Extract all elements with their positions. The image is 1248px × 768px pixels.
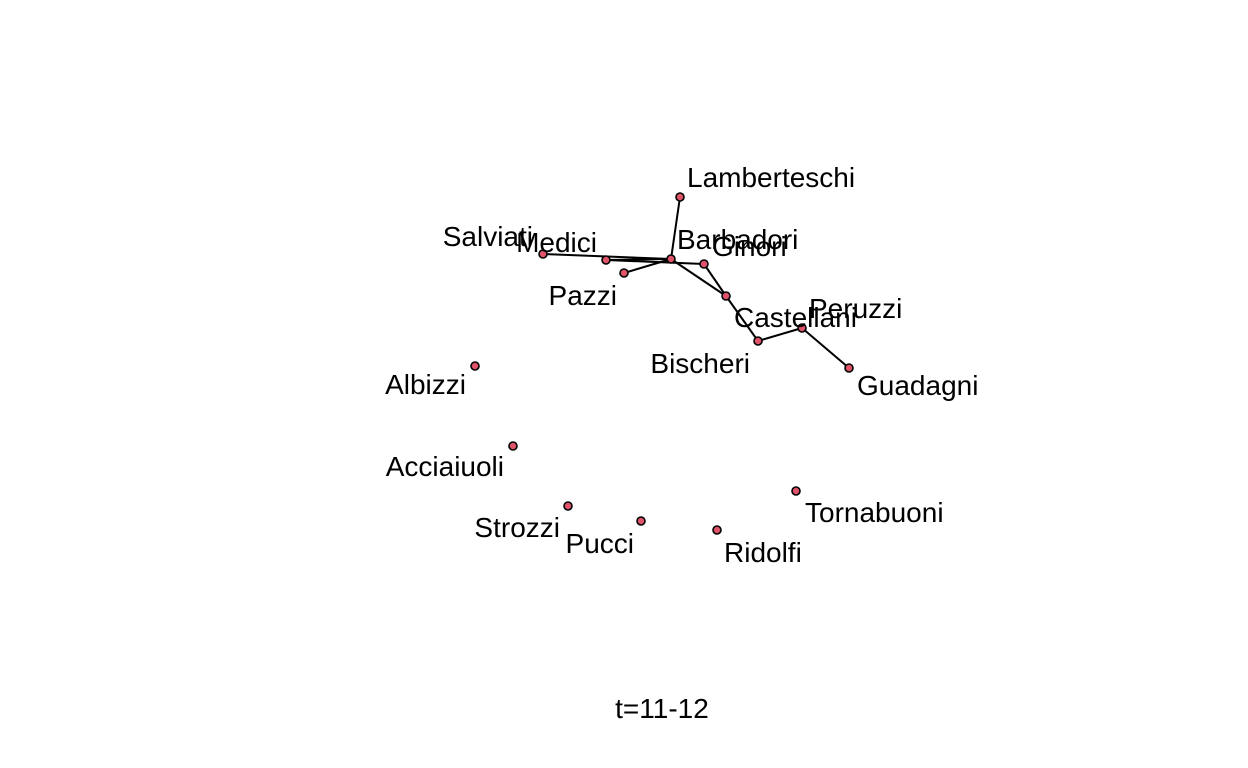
node-bischeri (753, 336, 763, 346)
edge-castellani-bischeri (725, 295, 759, 342)
edge-ginori-castellani (703, 263, 727, 297)
node-layer (470, 192, 854, 535)
node-tornabuoni (791, 486, 801, 496)
node-medici (601, 255, 611, 265)
node-strozzi (563, 501, 573, 511)
node-barbadori (666, 254, 676, 264)
edge-peruzzi-guadagni (801, 327, 850, 369)
node-label-ginori: Ginori (712, 231, 787, 262)
node-ginori (699, 259, 709, 269)
node-label-guadagni: Guadagni (857, 370, 978, 401)
node-label-ridolfi: Ridolfi (724, 537, 802, 568)
edge-medici-ginori (605, 259, 705, 265)
node-label-bischeri: Bischeri (650, 348, 750, 379)
node-pazzi (619, 268, 629, 278)
edge-barbadori-castellani (670, 258, 727, 297)
node-label-strozzi: Strozzi (474, 512, 560, 543)
node-label-medici: Medici (516, 227, 597, 258)
node-albizzi (470, 361, 480, 371)
node-label-lamberteschi: Lamberteschi (687, 162, 855, 193)
node-label-pazzi: Pazzi (549, 280, 617, 311)
edge-layer (542, 196, 850, 369)
edge-pazzi-barbadori (623, 258, 672, 274)
node-label-peruzzi: Peruzzi (809, 293, 902, 324)
node-label-tornabuoni: Tornabuoni (805, 497, 944, 528)
edge-bischeri-peruzzi (757, 327, 803, 342)
node-label-acciaiuoli: Acciaiuoli (386, 451, 504, 482)
node-salviati (538, 249, 548, 259)
node-label-pucci: Pucci (566, 528, 634, 559)
edge-lamberteschi-barbadori (670, 196, 681, 260)
node-label-salviati: Salviati (443, 221, 533, 252)
node-ridolfi (712, 525, 722, 535)
node-lamberteschi (675, 192, 685, 202)
node-label-castellani: Castellani (734, 302, 857, 333)
node-guadagni (844, 363, 854, 373)
node-pucci (636, 516, 646, 526)
node-acciaiuoli (508, 441, 518, 451)
node-peruzzi (797, 323, 807, 333)
node-castellani (721, 291, 731, 301)
time-caption: t=11-12 (615, 693, 709, 724)
node-label-barbadori: Barbadori (677, 224, 798, 255)
node-label-albizzi: Albizzi (385, 369, 466, 400)
